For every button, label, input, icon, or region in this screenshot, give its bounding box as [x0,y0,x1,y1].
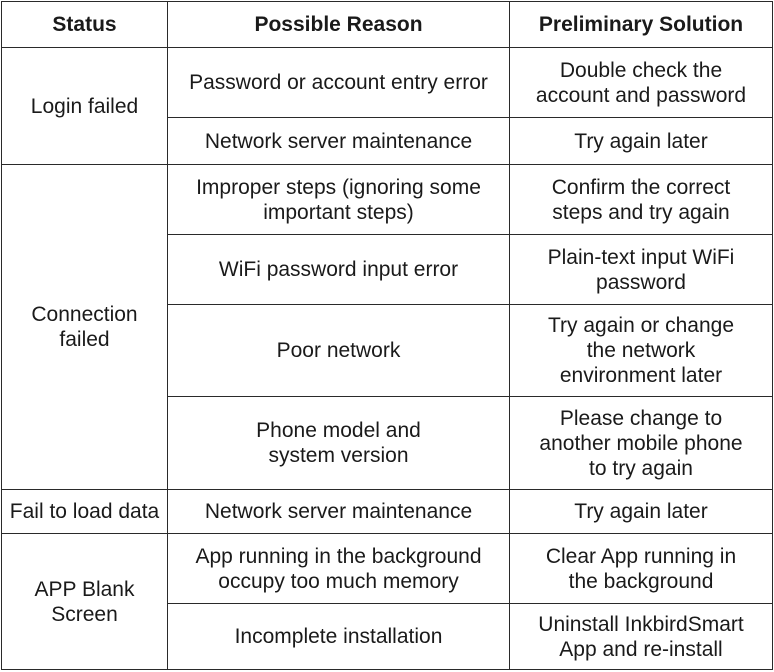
solution-cell: Confirm the correct steps and try again [509,164,773,235]
reason-cell: Password or account entry error [167,47,510,118]
reason-cell: Poor network [167,304,510,397]
reason-cell: Incomplete installation [167,603,510,670]
table-row: Phone model and system version Please ch… [2,396,773,490]
status-cell-fail-to-load-data: Fail to load data [1,489,168,534]
table-row: Login failed Password or account entry e… [1,47,773,165]
solution-cell: Try again later [509,117,773,165]
reason-cell: Improper steps (ignoring some important … [167,164,510,235]
reason-cell: WiFi password input error [167,234,510,305]
table-row: Connection failed Improper steps (ignori… [1,164,773,490]
reason-cell: Network server maintenance [167,117,510,165]
solution-cell: Clear App running in the background [509,533,773,604]
solution-cell: Plain-text input WiFi password [509,234,773,305]
header-possible-reason: Possible Reason [167,1,510,48]
table-row: WiFi password input error Plain-text inp… [2,234,773,305]
header-preliminary-solution: Preliminary Solution [509,1,773,48]
table-row: Fail to load data Network server mainten… [1,489,773,534]
reason-cell: Phone model and system version [167,396,510,490]
table-row: Poor network Try again or change the net… [2,304,773,397]
reason-cell: App running in the background occupy too… [167,533,510,604]
solution-cell: Please change to another mobile phone to… [509,396,773,490]
status-cell-connection-failed: Connection failed [1,164,168,490]
header-row: Status Possible Reason Preliminary Solut… [1,1,773,48]
solution-cell: Double check the account and password [509,47,773,118]
solution-cell: Uninstall InkbirdSmart App and re-instal… [509,603,773,670]
reason-cell: Network server maintenance [167,489,510,534]
status-cell-login-failed: Login failed [1,47,168,165]
solution-cell: Try again or change the network environm… [509,304,773,397]
table-row: Incomplete installation Uninstall Inkbir… [2,603,773,670]
status-cell-app-blank-screen: APP Blank Screen [1,533,168,670]
solution-cell: Try again later [509,489,773,534]
header-status: Status [1,1,168,48]
table-row: Network server maintenance Try again lat… [2,117,773,165]
table-row: APP Blank Screen App running in the back… [1,533,773,670]
